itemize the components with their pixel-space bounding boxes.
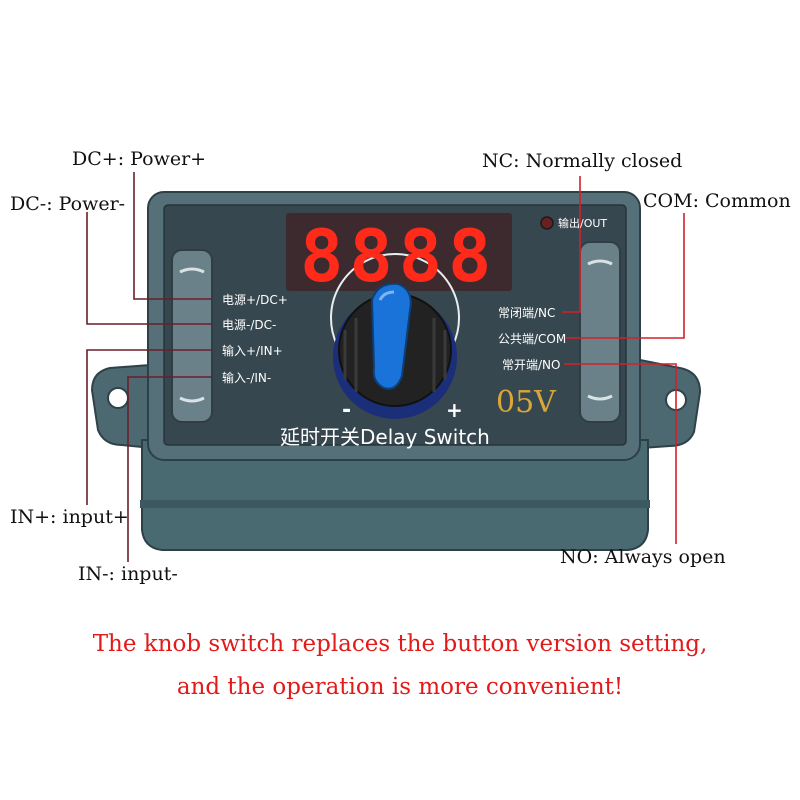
output-led-icon bbox=[540, 216, 554, 230]
knob-scale-arc bbox=[330, 253, 460, 346]
callout-nc: NC: Normally closed bbox=[482, 150, 683, 172]
callout-in-minus: IN-: input- bbox=[78, 563, 178, 585]
terminal-label-no: 常开端/NO bbox=[502, 358, 561, 372]
left-leader-lines bbox=[86, 172, 212, 562]
callout-dc-plus: DC+: Power+ bbox=[72, 148, 207, 170]
housing-seam bbox=[140, 500, 650, 508]
terminal-label-com: 公共端/COM bbox=[498, 332, 567, 346]
voltage-label: 05V bbox=[496, 385, 556, 420]
terminal-label-dc-minus: 电源-/DC- bbox=[222, 318, 277, 332]
caption-line-1: The knob switch replaces the button vers… bbox=[92, 631, 708, 657]
left-mount-hole bbox=[107, 387, 129, 409]
knob-minus-mark: - bbox=[342, 398, 352, 423]
right-leader-lines bbox=[562, 176, 685, 544]
caption-line-2: and the operation is more convenient! bbox=[176, 674, 624, 700]
knob-pointer-icon bbox=[370, 282, 412, 390]
callout-in-plus: IN+: input+ bbox=[10, 506, 129, 528]
device-name-label: 延时开关Delay Switch bbox=[280, 425, 490, 449]
terminal-label-dc-plus: 电源+/DC+ bbox=[222, 293, 288, 307]
right-terminal-strip bbox=[579, 241, 621, 423]
callout-com: COM: Common bbox=[643, 190, 791, 212]
left-terminal-strip bbox=[171, 249, 213, 423]
terminal-label-in-minus: 输入-/IN- bbox=[222, 371, 272, 385]
terminal-label-nc: 常闭端/NC bbox=[498, 306, 556, 320]
callout-dc-minus: DC-: Power- bbox=[10, 193, 126, 215]
display-window bbox=[286, 213, 512, 291]
housing-base bbox=[141, 439, 649, 551]
output-led-label: 输出/OUT bbox=[558, 217, 608, 230]
knob-plus-mark: + bbox=[446, 398, 463, 422]
callout-no: NO: Always open bbox=[560, 546, 726, 568]
led-display-digits: 8888 bbox=[300, 214, 498, 298]
terminal-label-in-plus: 输入+/IN+ bbox=[222, 344, 283, 358]
knob-ridges bbox=[343, 318, 447, 392]
